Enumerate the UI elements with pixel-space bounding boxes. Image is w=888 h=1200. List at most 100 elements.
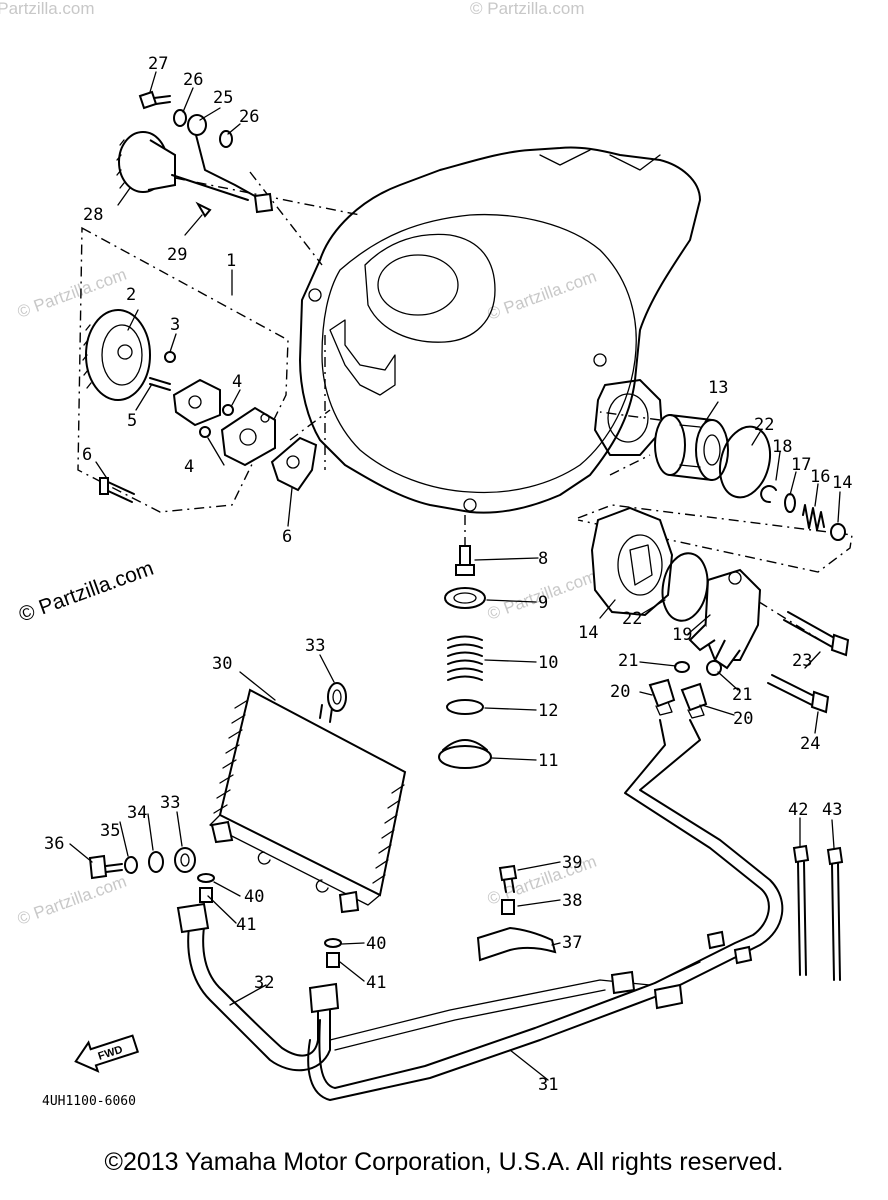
washer-35	[124, 856, 138, 874]
oil-pipe-joint	[688, 568, 762, 670]
leader-lines	[174, 171, 821, 641]
pipe-clamp-a	[706, 930, 726, 950]
spring-16	[802, 504, 825, 531]
callout-33a: 33	[305, 636, 325, 656]
watermark: © Partzilla.com	[485, 267, 599, 324]
oil-filter-cover	[590, 506, 674, 617]
spring-10	[447, 635, 483, 681]
drive-gear-28	[116, 131, 249, 201]
fwd-arrow-icon: FWD	[74, 1034, 140, 1073]
o-ring-40b	[324, 938, 342, 948]
washer-21b	[706, 660, 722, 676]
callout-20b: 20	[733, 709, 753, 729]
bolt-36	[88, 854, 123, 880]
oil-pipe-31	[307, 719, 784, 1101]
callout-41b: 41	[366, 973, 386, 993]
callout-41a: 41	[236, 915, 256, 935]
callout-40a: 40	[244, 887, 264, 907]
washer-21a	[674, 661, 690, 673]
callout-38: 38	[562, 891, 582, 911]
collar-41a	[199, 887, 213, 903]
drawing-code: 4UH1100-6060	[42, 1094, 136, 1109]
callout-23: 23	[792, 651, 812, 671]
callout-20a: 20	[610, 682, 630, 702]
washer-17	[784, 493, 796, 513]
callout-26a: 26	[183, 70, 203, 90]
drain-bolt-8	[455, 545, 475, 576]
callout-39: 39	[562, 853, 582, 873]
oil-filter-element	[654, 414, 729, 481]
circlip-18	[760, 485, 777, 504]
ball-3	[164, 351, 176, 363]
callout-22b: 22	[622, 609, 642, 629]
plug-15	[830, 523, 846, 541]
callout-11: 11	[538, 751, 558, 771]
callout-21b: 21	[732, 685, 752, 705]
assembly-outline-15-18	[577, 504, 853, 573]
gasket-6	[270, 436, 318, 492]
washer-26b	[219, 130, 233, 148]
gasket-13	[594, 379, 663, 456]
pin-4a	[222, 404, 234, 416]
callout-19: 19	[672, 625, 692, 645]
watermark: © Partzilla.com	[15, 872, 129, 929]
cable-tie-43	[826, 846, 844, 981]
pump-housing	[172, 378, 276, 467]
grommet-33a	[327, 682, 347, 712]
callout-10: 10	[538, 653, 558, 673]
callout-33b: 33	[160, 793, 180, 813]
assembly-outline-1	[77, 226, 289, 513]
callout-30: 30	[212, 654, 232, 674]
callout-1: 1	[226, 251, 236, 271]
o-ring-22-upper	[719, 425, 771, 499]
callout-leaders	[69, 71, 841, 1081]
pipe-clamp-b	[733, 945, 753, 965]
callout-3: 3	[170, 315, 180, 335]
callout-2: 2	[126, 285, 136, 305]
cable-tie-42	[792, 844, 810, 976]
callout-16: 16	[810, 467, 830, 487]
callout-36: 36	[44, 834, 64, 854]
collar-38	[501, 899, 515, 915]
callout-25: 25	[213, 88, 233, 108]
callout-31: 31	[538, 1075, 558, 1095]
callout-34: 34	[127, 803, 147, 823]
watermark-dark: © Partzilla.com	[16, 557, 157, 627]
callout-4a: 4	[232, 372, 242, 392]
o-ring-40a	[197, 873, 215, 883]
bracket-37	[476, 926, 557, 962]
fitting-20b	[680, 682, 708, 719]
fitting-20a	[648, 678, 676, 716]
callout-15: 14	[832, 473, 852, 493]
pipe-sleeve-a	[610, 970, 636, 995]
oil-pipe-25	[187, 114, 274, 214]
callout-17: 17	[791, 455, 811, 475]
callout-7: 6	[82, 445, 92, 465]
bolt-24	[767, 674, 830, 714]
callout-24: 24	[800, 734, 820, 754]
callout-14: 14	[578, 623, 598, 643]
hose-fitting-upper	[176, 902, 210, 934]
callout-13: 13	[708, 378, 728, 398]
pin-4b	[199, 426, 211, 438]
hose-fitting-lower	[308, 982, 340, 1014]
watermark: © Partzilla.com	[0, 0, 95, 18]
callout-28: 28	[83, 205, 103, 225]
pipe-sleeve-b	[653, 983, 684, 1010]
bolt-27	[138, 90, 171, 110]
callout-26b: 26	[239, 107, 259, 127]
callout-4b: 4	[184, 457, 194, 477]
washer-26a	[173, 109, 187, 127]
callout-32: 32	[254, 973, 274, 993]
callout-22a: 22	[754, 415, 774, 435]
bolt-23	[783, 611, 850, 657]
callout-29: 29	[167, 245, 187, 265]
callout-numbers: 27 26 25 26 28 29 1 2 3 4 5 4 6 6 8 9 10…	[44, 54, 852, 1095]
collar-34	[148, 851, 164, 873]
pump-gear-2	[82, 309, 151, 401]
copyright-notice: ©2013 Yamaha Motor Corporation, U.S.A. A…	[104, 1148, 784, 1176]
cap-11	[438, 739, 492, 769]
crankcase-cover	[299, 146, 701, 514]
gasket-13-hole	[607, 393, 649, 443]
